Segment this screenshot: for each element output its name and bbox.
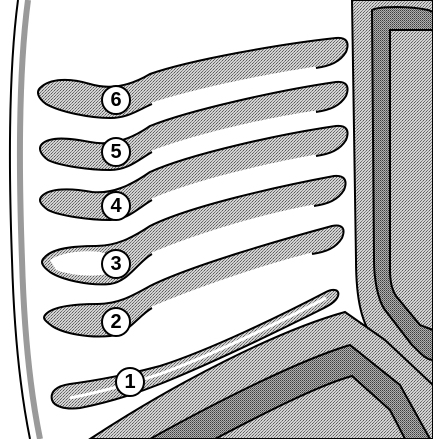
- rack-label-4: 4: [101, 191, 131, 221]
- svg-text:1: 1: [124, 371, 135, 393]
- rack-label-2: 2: [101, 307, 131, 337]
- oven-floor: [88, 310, 433, 439]
- svg-text:6: 6: [110, 89, 121, 111]
- svg-text:3: 3: [110, 253, 121, 275]
- rack-label-6: 6: [101, 85, 131, 115]
- svg-text:2: 2: [110, 311, 121, 333]
- svg-text:4: 4: [110, 195, 122, 217]
- rack-label-5: 5: [101, 137, 131, 167]
- rack-label-1: 1: [115, 367, 145, 397]
- oven-left-wall: [9, 0, 43, 439]
- svg-text:5: 5: [110, 141, 121, 163]
- rack-label-3: 3: [101, 249, 131, 279]
- oven-right-wall: [350, 0, 433, 439]
